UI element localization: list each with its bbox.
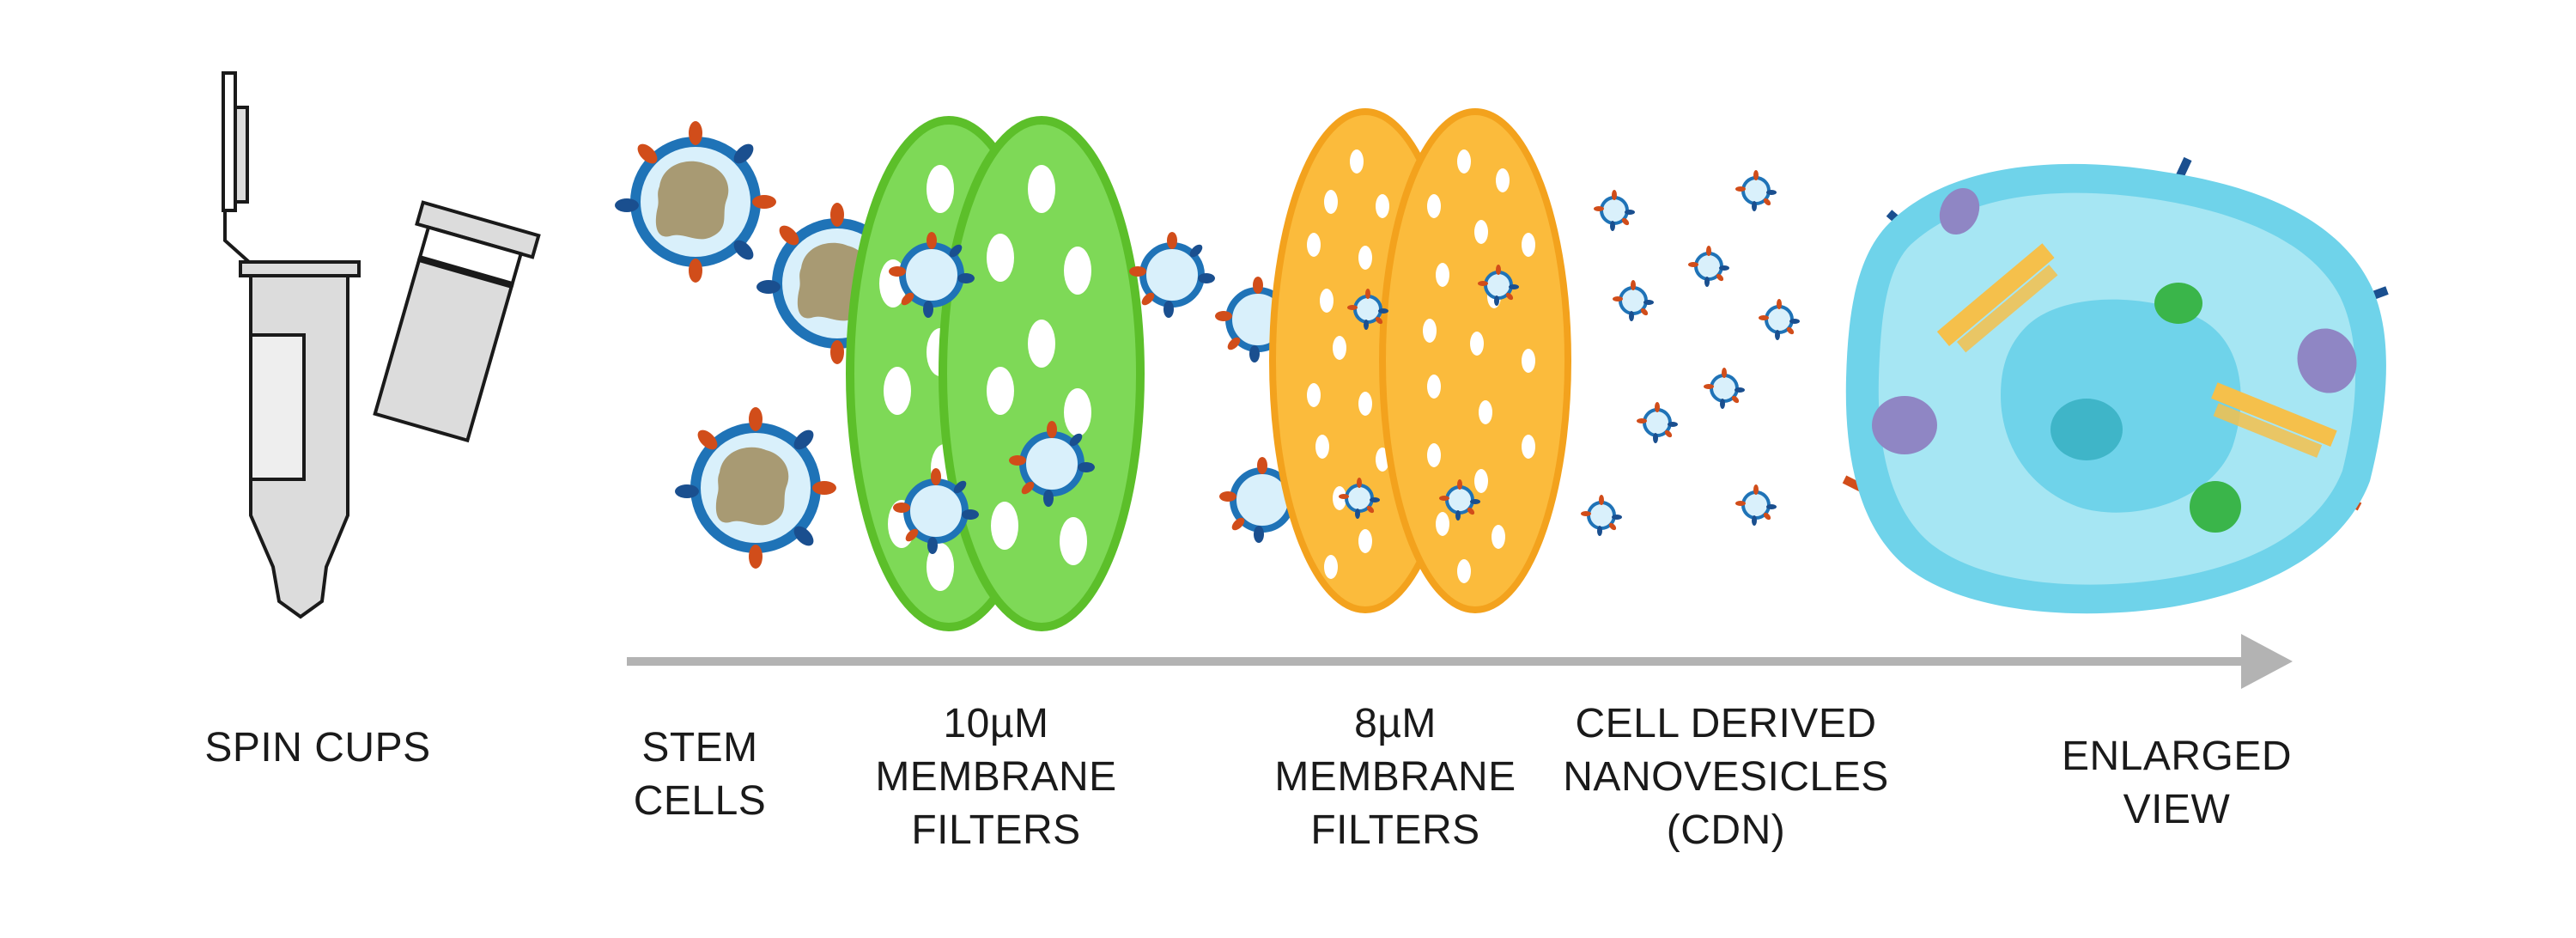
green-membrane-filter-front (939, 116, 1145, 631)
cell-derived-nanovesicles (1579, 168, 1801, 538)
label-cdn-line-2: NANOVESICLES (1563, 754, 1889, 800)
label-8um-line-3: FILTERS (1310, 807, 1480, 853)
label-cdn: CELL DERIVED NANOVESICLES (CDN) (1554, 697, 1898, 857)
label-enlarged-line-2: VIEW (2123, 787, 2231, 832)
process-arrow (627, 634, 2293, 689)
label-stem-cells: STEM CELLS (614, 722, 786, 828)
label-10um-line-2: MEMBRANE (875, 754, 1117, 800)
label-cdn-line-1: CELL DERIVED (1575, 701, 1877, 746)
orange-membrane-filter-front (1379, 108, 1571, 613)
spin-cup-icon (222, 71, 361, 619)
label-10um-line-1: 10µM (943, 701, 1049, 746)
enlarged-vesicle-cell (1842, 156, 2389, 614)
label-spin-cups: SPIN CUPS (185, 722, 451, 775)
label-cdn-line-3: (CDN) (1666, 807, 1786, 853)
label-8um-line-2: MEMBRANE (1274, 754, 1516, 800)
label-enlarged-line-1: ENLARGED (2061, 734, 2293, 779)
label-stem-cells-line-1: STEM (641, 725, 758, 770)
label-10um-line-3: FILTERS (911, 807, 1081, 853)
spin-cup-insert-icon (373, 200, 541, 443)
label-enlarged-view: ENLARGED VIEW (2039, 730, 2314, 837)
label-8um-line-1: 8µM (1354, 701, 1437, 746)
label-10um-membrane-filters: 10µM MEMBRANE FILTERS (859, 697, 1133, 857)
label-spin-cups-line: SPIN CUPS (204, 725, 431, 770)
label-8um-membrane-filters: 8µM MEMBRANE FILTERS (1258, 697, 1533, 857)
label-stem-cells-line-2: CELLS (633, 778, 767, 824)
